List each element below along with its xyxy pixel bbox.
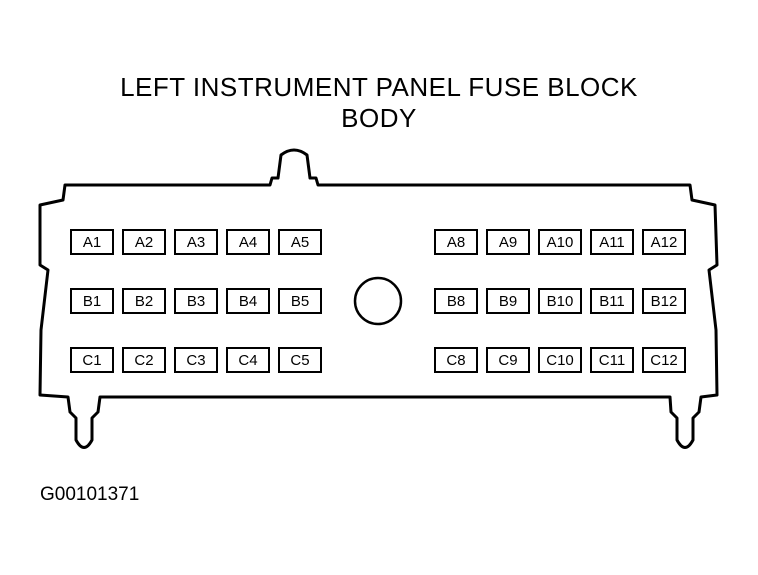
figure-id: G00101371	[40, 484, 140, 505]
pin-cavity-c11	[590, 347, 634, 373]
pin-cavity-b2	[122, 288, 166, 314]
pin-label-b5: B5	[291, 293, 309, 310]
pin-cavity-a12	[642, 229, 686, 255]
pin-cavity-a1	[70, 229, 114, 255]
pin-label-b2: B2	[135, 293, 153, 310]
pin-label-c3: C3	[186, 352, 205, 369]
diagram-title: LEFT INSTRUMENT PANEL FUSE BLOCK	[120, 72, 638, 102]
pin-cavity-c5	[278, 347, 322, 373]
pin-cavity-b12	[642, 288, 686, 314]
pin-cavity-b11	[590, 288, 634, 314]
pin-cavity-a8	[434, 229, 478, 255]
pin-label-a9: A9	[499, 234, 517, 251]
pin-label-a5: A5	[291, 234, 309, 251]
alignment-hole	[353, 276, 403, 326]
pin-cavity-b3	[174, 288, 218, 314]
pin-label-a3: A3	[187, 234, 205, 251]
pin-cavity-a2	[122, 229, 166, 255]
pin-label-a2: A2	[135, 234, 153, 251]
connector-outline	[38, 148, 719, 449]
pin-label-a4: A4	[239, 234, 257, 251]
pin-label-c11: C11	[599, 352, 625, 369]
pin-cavity-a4	[226, 229, 270, 255]
pin-label-c2: C2	[134, 352, 153, 369]
pin-cavity-c12	[642, 347, 686, 373]
pin-label-c9: C9	[498, 352, 517, 369]
pin-label-a12: A12	[651, 234, 678, 251]
pin-cavity-b1	[70, 288, 114, 314]
pin-cavity-a10	[538, 229, 582, 255]
pin-label-b9: B9	[499, 293, 517, 310]
pin-cavity-a9	[486, 229, 530, 255]
pin-label-a10: A10	[547, 234, 574, 251]
pin-cavity-c2	[122, 347, 166, 373]
pin-cavity-a5	[278, 229, 322, 255]
pin-cavity-c9	[486, 347, 530, 373]
pin-label-b12: B12	[651, 293, 678, 310]
pin-label-b11: B11	[599, 293, 625, 310]
pin-label-a11: A11	[599, 234, 625, 251]
pin-label-b4: B4	[239, 293, 257, 310]
pin-label-c5: C5	[290, 352, 309, 369]
pin-label-c8: C8	[446, 352, 465, 369]
pin-label-c1: C1	[82, 352, 101, 369]
pin-cavity-c10	[538, 347, 582, 373]
pin-label-a8: A8	[447, 234, 465, 251]
pin-label-b10: B10	[547, 293, 574, 310]
pin-cavity-b4	[226, 288, 270, 314]
pin-label-b1: B1	[83, 293, 101, 310]
pin-cavity-b5	[278, 288, 322, 314]
pin-label-c10: C10	[546, 352, 574, 369]
pin-label-b3: B3	[187, 293, 205, 310]
pin-cavity-a11	[590, 229, 634, 255]
pin-label-c12: C12	[650, 352, 678, 369]
pin-cavity-a3	[174, 229, 218, 255]
pin-label-b8: B8	[447, 293, 465, 310]
pin-cavity-c3	[174, 347, 218, 373]
pin-cavity-c1	[70, 347, 114, 373]
diagram-subtitle: BODY	[341, 103, 417, 133]
pin-label-a1: A1	[83, 234, 101, 251]
pin-cavity-b9	[486, 288, 530, 314]
pin-cavity-b10	[538, 288, 582, 314]
pin-cavity-c8	[434, 347, 478, 373]
pin-cavity-b8	[434, 288, 478, 314]
pin-cavity-c4	[226, 347, 270, 373]
pin-label-c4: C4	[238, 352, 257, 369]
